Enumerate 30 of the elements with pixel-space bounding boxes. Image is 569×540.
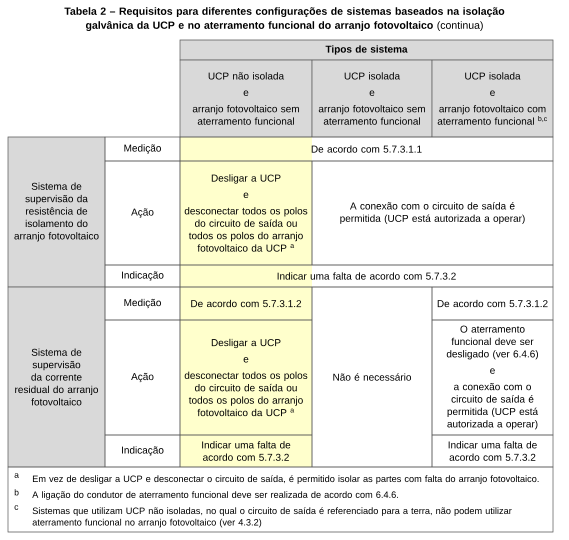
table-cell: De acordo com 5.7.3.1.2 — [432, 286, 554, 320]
table-cell: Sistema de supervisão da corrente residual do arranjo fotovoltaico — [8, 286, 106, 468]
table-cell: De acordo com 5.7.3.1.2 — [180, 286, 312, 320]
table-cell: Indicar uma falta de acordo com 5.7.3.2 — [180, 434, 312, 468]
table-cell: UCP isolada e arranjo fotovoltaico com aterramento funcional $^{b,c}$ — [432, 60, 554, 138]
table-cell: UCP isolada e arranjo fotovoltaico sem aterramento funcional — [312, 60, 432, 138]
table-cell: Desligar a UCP e desconectar todos os polos do circuito de saída ou todos os polos do arranjo fotovoltaico da UCP $^{a}$ — [180, 320, 312, 436]
table-cell: Indicação — [104, 434, 180, 468]
footnote-mark: a — [14, 473, 19, 478]
footnote-mark: b — [14, 489, 19, 496]
footnote-mark: c — [14, 505, 18, 510]
table-cell: Medição — [104, 286, 180, 320]
table-title: Tabela 2 – Requisitos para diferentes configurações de sistemas baseados na isolação galvânica da UCP e no aterramento funcional do arranjo fotovoltaico (continua) — [64, 7, 504, 32]
table-cell: Tipos de sistema — [180, 40, 554, 60]
table-cell: A conexão com o circuito de saída é permitida (UCP está autorizada a operar) — [312, 160, 554, 266]
table-cell: O aterramento funcional deve ser desligado (ver 6.4.6) e a conexão com o circuito de saída é permitida (UCP está autorizada a operar) — [432, 320, 554, 436]
table-cell: Ação — [104, 160, 180, 266]
footnote-text: A ligação do condutor de aterramento funcional deve ser realizada de acordo com 6.4.6. — [32, 491, 398, 500]
footnote-text: Sistemas que utilizam UCP não isoladas, no qual o circuito de saída é referenciado para a terra, não podem utilizar aterramento funcional no arranjo fotovoltaico (ver 4.3.2) — [32, 507, 512, 528]
table-cell: Medição — [104, 136, 180, 162]
table-cell: Indicar uma falta de acordo com 5.7.3.2 — [432, 434, 554, 468]
table-cell: Sistema de supervisão da resistência de isolamento do arranjo fotovoltaico — [8, 136, 106, 288]
footnote-text: Em vez de desligar a UCP e desconectar o circuito de saída, é permitido isolar as partes com falta do arranjo fotovoltaico. — [32, 475, 539, 484]
table-cell: Ação — [104, 320, 180, 436]
table-cell: Desligar a UCP e desconectar todos os polos do circuito de saída ou todos os polos do arranjo fotovoltaico da UCP $^{a}$ — [180, 160, 312, 266]
table-cell: Indicar uma falta de acordo com 5.7.3.2 — [180, 264, 554, 288]
table-cell: Indicação — [104, 264, 180, 288]
table-cell: UCP não isolada e arranjo fotovoltaico sem aterramento funcional — [180, 60, 312, 138]
table-cell: De acordo com 5.7.3.1.1 — [180, 136, 554, 162]
table-cell: Não é necessário — [312, 286, 432, 468]
